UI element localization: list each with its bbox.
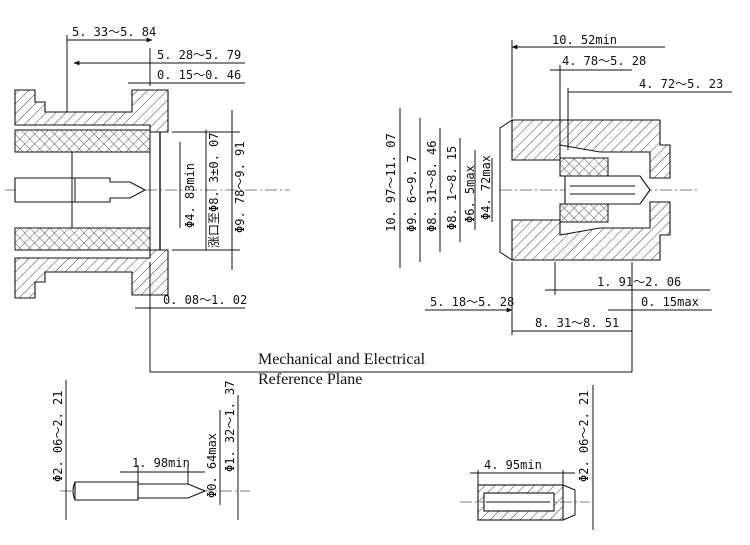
male-dim-7: 0. 08～1. 02 [163,293,247,307]
male-pin-dim-1: Φ2. 06～2. 21 [51,391,65,482]
male-dim-2: 5. 28～5. 79 [157,48,241,62]
male-dim-5: 涨口至Φ8. 3±0. 07 [206,133,221,248]
female-dim-4: 10. 97～11. 07 [384,133,398,232]
male-dim-6: Φ9. 78～9. 91 [233,142,247,233]
female-contact-dim-1: 4. 95min [484,458,542,472]
male-dim-4: Φ4. 83min [183,163,197,228]
male-pin-dim-2: 1. 98min [132,456,190,470]
female-dim-1: 10. 52min [552,33,617,47]
female-dim-2: 4. 78～5. 28 [562,54,646,68]
reference-plane-line1: Mechanical and Electrical [258,351,426,368]
female-contact-dim-2: Φ2. 06～2. 21 [577,391,591,482]
female-dim-11: 5. 18～5. 28 [430,295,514,309]
female-dim-5: Φ9. 6～9. 7 [405,155,419,232]
female-dim-3: 4. 72～5. 23 [639,77,723,91]
female-dim-12: 0. 15max [641,295,699,309]
female-dim-7: Φ8. 1～8. 15 [445,146,459,230]
female-dim-9: Φ4. 72max [479,155,493,220]
female-dimensions: 10. 52min 4. 78～5. 28 4. 72～5. 23 10. 97… [384,33,732,372]
male-pin-dim-3: Φ0. 64max [205,433,219,498]
female-dim-13: 8. 31～8. 51 [535,316,619,330]
female-connector [499,119,700,261]
female-contact: 4. 95min Φ2. 06～2. 21 [460,385,594,530]
female-dim-8: Φ6. 5max [463,165,477,223]
male-dim-3: 0. 15～0. 46 [157,68,241,82]
reference-plane: Mechanical and Electrical Reference Plan… [150,351,632,388]
male-dimensions: 5. 33～5. 84 5. 28～5. 79 0. 15～0. 46 Φ4. … [66,25,247,372]
reference-plane-line2: Reference Plane [258,371,362,388]
male-connector [5,89,290,299]
male-pin-dim-4: Φ1. 32～1. 37 [223,381,237,472]
female-dim-6: Φ8. 31～8. 46 [425,141,439,232]
male-dim-1: 5. 33～5. 84 [72,25,156,39]
female-dim-10: 1. 91～2. 06 [597,275,681,289]
male-pin: Φ2. 06～2. 21 1. 98min Φ0. 64max Φ1. 32～1… [51,380,250,520]
